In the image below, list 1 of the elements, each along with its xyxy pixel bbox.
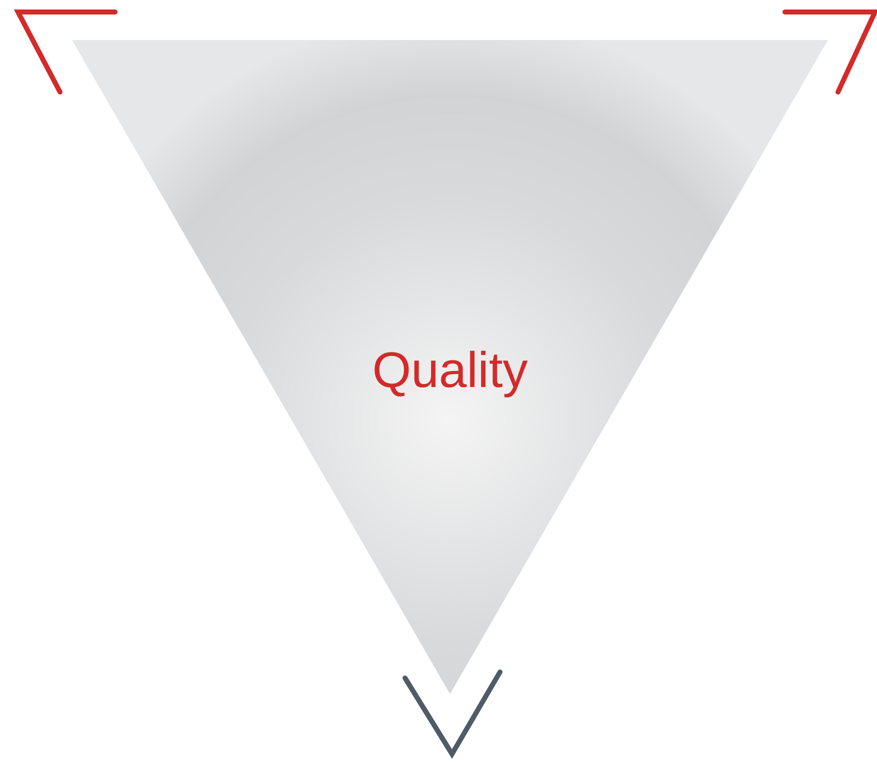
triangle-label: Quality: [372, 341, 528, 399]
